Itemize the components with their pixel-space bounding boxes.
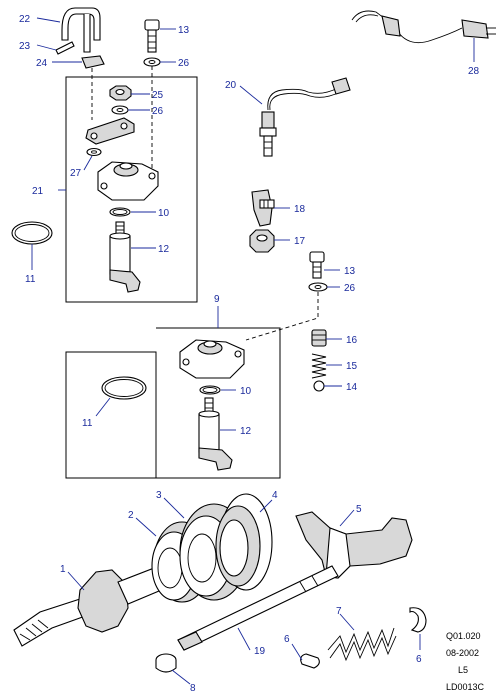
part-20-sensor	[239, 77, 351, 157]
callout-19: 19	[254, 646, 266, 657]
callout-11-lower: 11	[82, 418, 93, 429]
reference-date: 08-2002	[446, 648, 479, 658]
reference-block: Q01.020 08-2002 L5 LD0013C	[446, 631, 485, 692]
part-11-circlip-lower	[95, 376, 147, 417]
part-12-shaft-upper	[109, 221, 156, 293]
callout-10-upper: 10	[158, 208, 170, 219]
part-7-spring	[327, 613, 397, 662]
part-12-shaft-lower	[198, 397, 236, 471]
part-10-oring-upper	[109, 207, 156, 217]
callout-26-top: 26	[178, 58, 190, 69]
part-5-selector-fork	[295, 509, 413, 579]
callout-17: 17	[294, 236, 306, 247]
callout-labels: 22 23 24 13 26 25 26 27 21 10 12 11 28 2…	[19, 14, 480, 694]
callout-1: 1	[60, 564, 66, 575]
part-22-bracket	[36, 7, 101, 53]
part-14-ball	[313, 380, 342, 392]
callout-2: 2	[128, 510, 134, 521]
part-18-bracket	[251, 189, 290, 227]
callout-20: 20	[225, 80, 237, 91]
drawing-id: LD0013C	[446, 682, 485, 692]
part-19-selector-rod	[177, 565, 339, 651]
callout-5: 5	[356, 504, 362, 515]
callout-14: 14	[346, 382, 358, 393]
callout-13-right: 13	[344, 266, 356, 277]
part-15-spring	[311, 353, 342, 379]
group-box-21	[65, 76, 198, 303]
callout-26-mid: 26	[152, 106, 164, 117]
part-27-washer	[83, 147, 102, 171]
part-4-bearing	[215, 493, 273, 591]
callout-12-lower: 12	[240, 426, 252, 437]
part-26-washer-top	[143, 57, 176, 170]
callout-9: 9	[214, 294, 220, 305]
callout-18: 18	[294, 204, 306, 215]
part-16-plug	[311, 329, 342, 347]
callout-15: 15	[346, 361, 358, 372]
callout-3: 3	[156, 490, 162, 501]
part-6-clip-left	[291, 643, 320, 669]
callout-26-right: 26	[344, 283, 356, 294]
callout-21: 21	[32, 186, 44, 197]
callout-10-lower: 10	[240, 386, 252, 397]
assembly-group-21	[58, 76, 198, 303]
callout-6-left: 6	[284, 634, 290, 645]
callout-13-top: 13	[178, 25, 190, 36]
selector-housing-upper	[97, 161, 159, 201]
callout-27: 27	[70, 168, 82, 179]
part-25-nut	[109, 85, 150, 101]
part-28-harness	[351, 10, 496, 62]
callout-24: 24	[36, 58, 48, 69]
part-11-circlip-upper	[11, 221, 53, 270]
callout-12-upper: 12	[158, 244, 170, 255]
callout-8: 8	[190, 683, 196, 694]
callout-6-right: 6	[416, 654, 422, 665]
callout-25: 25	[152, 90, 164, 101]
lever-plate	[85, 117, 135, 145]
selector-housing-lower	[179, 339, 245, 379]
part-24-clip	[52, 55, 105, 120]
callout-23: 23	[19, 41, 31, 52]
part-8-bush	[155, 653, 191, 685]
part-26-washer-mid	[111, 105, 150, 115]
part-23-pin	[36, 41, 75, 55]
callout-16: 16	[346, 335, 358, 346]
part-6-clip-right	[409, 607, 427, 650]
callout-28: 28	[468, 66, 480, 77]
callout-4: 4	[272, 490, 278, 501]
reference-code: Q01.020	[446, 631, 481, 641]
part-26-washer-right	[245, 282, 340, 341]
part-10-oring-lower	[199, 385, 236, 395]
part-13-bolt-right	[309, 251, 340, 279]
part-17-nut	[249, 229, 290, 253]
callout-11-upper: 11	[25, 274, 36, 285]
callout-7: 7	[336, 606, 342, 617]
reference-level: L5	[458, 665, 468, 675]
callout-22: 22	[19, 14, 31, 25]
assembly-group-9	[65, 306, 281, 479]
part-13-bolt-top	[144, 19, 176, 53]
